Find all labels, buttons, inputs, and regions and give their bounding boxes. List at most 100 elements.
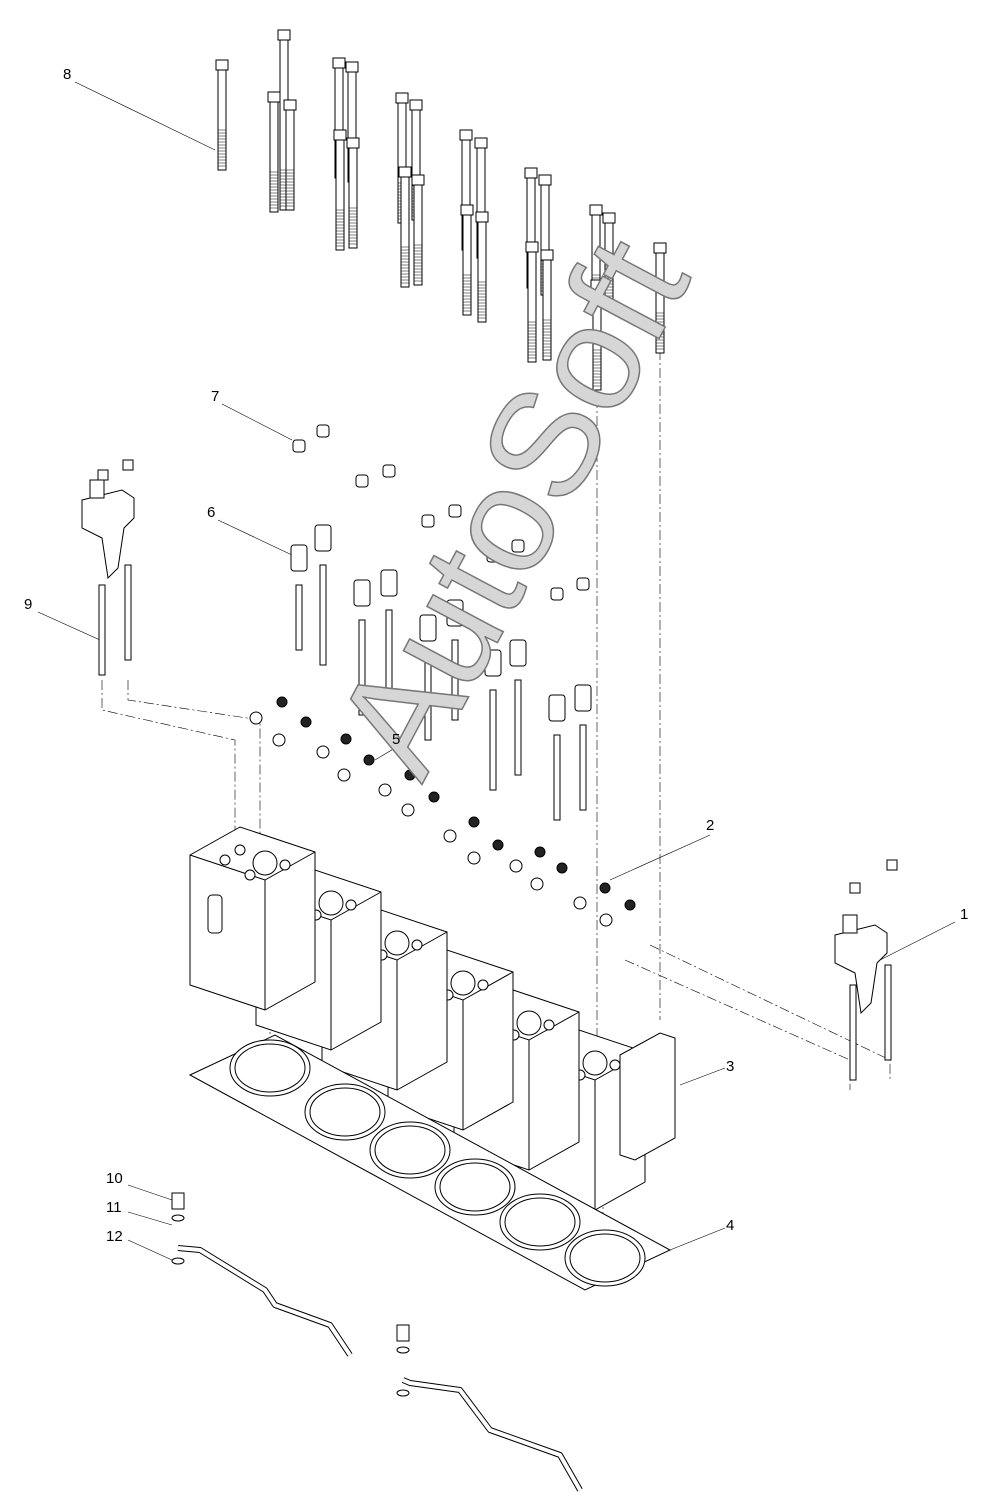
cylinder-head-bolt-shank bbox=[217, 69, 227, 171]
valve-stem-seal bbox=[401, 803, 415, 817]
spacer bbox=[548, 694, 566, 722]
cylinder-head-boss bbox=[279, 859, 291, 871]
valve-collet bbox=[404, 769, 416, 781]
callout-7: 7 bbox=[211, 388, 220, 405]
injector-bore bbox=[318, 890, 344, 916]
cylinder-head-boss bbox=[477, 979, 489, 991]
spacer bbox=[290, 544, 308, 572]
leader-line bbox=[669, 1227, 726, 1251]
nut bbox=[421, 514, 435, 528]
cylinder-head-bolt-head bbox=[524, 167, 538, 179]
cylinder-head-bolt-head bbox=[345, 61, 359, 73]
gasket-bore bbox=[234, 1043, 306, 1093]
valve-collet bbox=[492, 839, 504, 851]
gasket-bore bbox=[569, 1233, 641, 1283]
cylinder-head-bolt-shank bbox=[527, 251, 537, 363]
injector-bracket-left-boss bbox=[89, 479, 105, 499]
injector-bore bbox=[516, 1010, 542, 1036]
nut bbox=[550, 587, 564, 601]
stud bbox=[319, 564, 327, 666]
nut bbox=[448, 504, 462, 518]
valve-stem-seal bbox=[337, 768, 351, 782]
stud bbox=[124, 564, 132, 661]
cylinder-head-bolt-shank bbox=[400, 176, 410, 288]
callout-4: 4 bbox=[726, 1217, 735, 1234]
valve-collet bbox=[300, 716, 312, 728]
cylinder-head-bolt-shank bbox=[348, 147, 358, 249]
leader-line bbox=[74, 81, 216, 151]
stud bbox=[514, 679, 522, 776]
stud bbox=[98, 584, 106, 676]
sealing-washer bbox=[396, 1346, 410, 1354]
valve-collet bbox=[428, 791, 440, 803]
oil-pipe bbox=[401, 1377, 583, 1492]
gasket-bore bbox=[309, 1087, 381, 1137]
oil-pipe bbox=[177, 1245, 353, 1357]
nut bbox=[355, 474, 369, 488]
injector-bore bbox=[384, 930, 410, 956]
callout-6: 6 bbox=[207, 504, 216, 521]
valve-stem-seal bbox=[249, 711, 263, 725]
cylinder-head-bolt-head bbox=[409, 99, 423, 111]
injector-bore bbox=[450, 970, 476, 996]
valve-stem-seal bbox=[443, 829, 457, 843]
leader-line bbox=[879, 921, 956, 961]
nut bbox=[292, 439, 306, 453]
injector-bracket-right-boss bbox=[842, 914, 858, 934]
gasket-bore bbox=[439, 1162, 511, 1212]
nut bbox=[382, 464, 396, 478]
stud bbox=[884, 964, 892, 1061]
stud bbox=[579, 724, 587, 811]
center-line bbox=[101, 680, 236, 850]
cylinder-head-bolt-head bbox=[333, 129, 347, 141]
callout-11: 11 bbox=[106, 1199, 122, 1216]
cylinder-head-bolt-head bbox=[602, 212, 616, 224]
valve-stem-seal bbox=[509, 859, 523, 873]
cylinder-head-boss bbox=[219, 854, 231, 866]
injector-bracket-right bbox=[834, 924, 888, 1015]
valve-stem-seal bbox=[316, 745, 330, 759]
valve-stem-seal bbox=[530, 877, 544, 891]
stud bbox=[385, 609, 393, 701]
cylinder-head-bolt-shank bbox=[477, 221, 487, 323]
leader-line bbox=[37, 611, 101, 641]
stud bbox=[424, 654, 432, 741]
stud bbox=[489, 689, 497, 791]
valve-collet bbox=[468, 816, 480, 828]
valve-collet bbox=[340, 733, 352, 745]
cylinder-head-bolt-head bbox=[475, 211, 489, 223]
stud bbox=[553, 734, 561, 821]
nut bbox=[97, 469, 109, 481]
cylinder-head-bolt-head bbox=[411, 174, 425, 186]
spacer bbox=[484, 649, 502, 677]
spacer bbox=[446, 599, 464, 627]
cylinder-head-bolt-head bbox=[459, 129, 473, 141]
spacer bbox=[353, 579, 371, 607]
cylinder-head-bolt-shank bbox=[413, 184, 423, 286]
valve-collet bbox=[556, 862, 568, 874]
gasket-bore bbox=[504, 1197, 576, 1247]
callout-12: 12 bbox=[106, 1228, 123, 1245]
cylinder-head-bolt-shank bbox=[269, 101, 279, 213]
spacer bbox=[574, 684, 592, 712]
leader-line bbox=[221, 403, 293, 441]
cylinder-head-bolt-head bbox=[398, 166, 412, 178]
valve-stem-seal bbox=[599, 913, 613, 927]
nut bbox=[511, 539, 525, 553]
center-line bbox=[127, 680, 261, 850]
nut bbox=[486, 549, 500, 563]
spacer bbox=[380, 569, 398, 597]
stud bbox=[295, 584, 303, 651]
cylinder-head-end bbox=[619, 1032, 676, 1161]
valve-collet bbox=[276, 696, 288, 708]
nut bbox=[849, 882, 861, 894]
nut bbox=[886, 859, 898, 871]
stud bbox=[849, 984, 857, 1081]
cylinder-head-boss bbox=[609, 1059, 621, 1071]
oil-pipe-inner bbox=[177, 1246, 352, 1357]
valve-collet bbox=[534, 846, 546, 858]
cylinder-head-bolt-shank bbox=[655, 252, 665, 354]
cylinder-head-bolt-head bbox=[653, 242, 667, 254]
injector-bore bbox=[252, 850, 278, 876]
